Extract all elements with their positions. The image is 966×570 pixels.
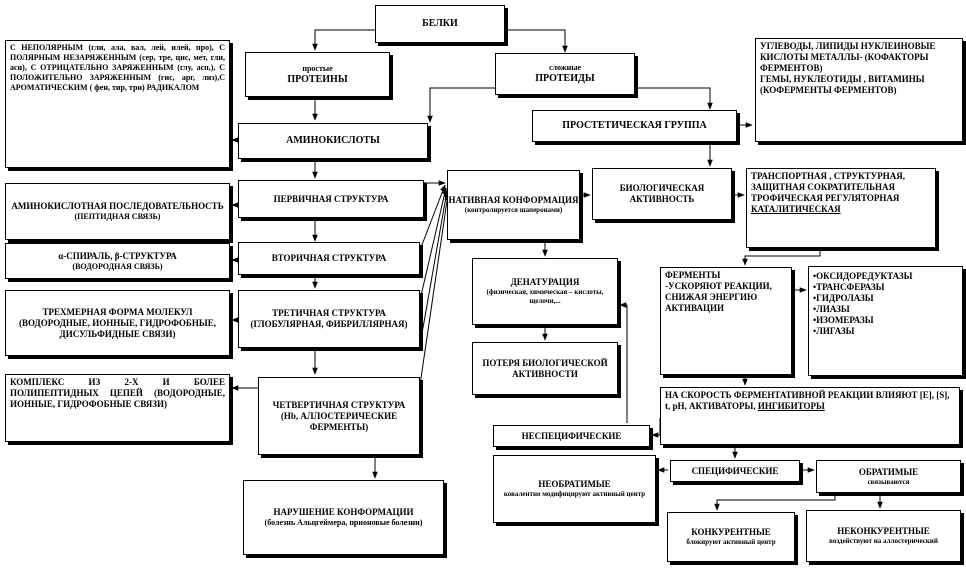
enzyme-class-item: •ГИДРОЛАЗЫ [813,293,874,303]
node-simple-title: ПРОТЕИНЫ [287,73,348,85]
node-primary-desc: АМИНОКИСЛОТНАЯ ПОСЛЕДОВАТЕЛЬНОСТЬ (ПЕПТИ… [5,183,230,240]
node-tertiary-desc-text: ТРЕХМЕРНАЯ ФОРМА МОЛЕКУЛ (ВОДОРОДНЫЕ, ИО… [19,306,216,339]
node-bio-label: БИОЛОГИЧЕСКАЯ АКТИВНОСТЬ [619,183,705,204]
node-competitive-main: КОНКУРЕНТНЫЕ [691,527,771,537]
node-quaternary-desc: КОМПЛЕКС ИЗ 2-Х И БОЛЕЕ ПОЛИПЕПТИДНЫХ ЦЕ… [5,374,230,442]
arrow-root-to-complex [505,29,568,53]
arrow-rate-to-nonspecific [651,418,661,438]
node-noncompetitive: НЕКОНКУРЕНТНЫЕ воздействуют на аллостери… [806,510,961,562]
node-native-conformation: НАТИВНАЯ КОНФОРМАЦИЯ (контролируется шап… [447,170,580,240]
node-primary-label: ПЕРВИЧНАЯ СТРУКТУРА [273,193,389,204]
node-disruption-sub: (болезнь Альцгеймера, прионовые болезни) [264,518,423,527]
node-proteins-label: БЕЛКИ [422,18,458,29]
node-nonspecific: НЕСПЕЦИФИЧЕСКИЕ [493,425,650,447]
node-rate-factors: НА СКОРОСТЬ ФЕРМЕНТАТИВНОЙ РЕАКЦИИ ВЛИЯЮ… [660,387,960,445]
node-secondary-structure: ВТОРИЧНАЯ СТРУКТУРА [238,242,420,275]
node-functions-text: ТРАНСПОРТНАЯ , СТРУКТУРНАЯ, ЗАЩИТНАЯ СОК… [751,171,905,203]
node-enzyme-classes: •ОКСИДОРЕДУКТАЗЫ •ТРАНСФЕРАЗЫ •ГИДРОЛАЗЫ… [808,266,963,376]
node-amino-acids: АМИНОКИСЛОТЫ [238,123,428,159]
arrow-nonspecific-to-denaturation [619,302,628,423]
enzyme-class-item: •ИЗОМЕРАЗЫ [813,315,874,325]
node-amino-acids-label: АМИНОКИСЛОТЫ [286,135,380,146]
node-rate-text: НА СКОРОСТЬ ФЕРМЕНТАТИВНОЙ РЕАКЦИИ ВЛИЯЮ… [665,390,950,411]
node-complex-title: ПРОТЕИДЫ [535,73,595,84]
node-complex-small: сложные [548,63,582,72]
node-proteins: БЕЛКИ [375,5,505,43]
node-secondary-label: ВТОРИЧНАЯ СТРУКТУРА [271,253,387,263]
enzyme-class-item: •ЛИАЗЫ [813,304,850,314]
node-conformation-disruption: НАРУШЕНИЕ КОНФОРМАЦИИ (болезнь Альцгейме… [243,480,444,555]
node-noncompetitive-main: НЕКОНКУРЕНТНЫЕ [837,526,930,536]
node-complex-proteins: сложные ПРОТЕИДЫ [495,53,635,95]
node-tertiary-main: ТРЕТИЧНАЯ СТРУКТУРА [272,308,386,318]
node-tertiary-structure: ТРЕТИЧНАЯ СТРУКТУРА (ГЛОБУЛЯРНАЯ, ФИБРИЛ… [238,290,420,348]
node-primary-desc-main: АМИНОКИСЛОТНАЯ ПОСЛЕДОВАТЕЛЬНОСТЬ [11,201,224,211]
node-native-main: НАТИВНАЯ КОНФОРМАЦИЯ [448,195,579,205]
node-denaturation-sub: (физическая, химическая – кислоты, щелоч… [486,288,604,305]
arrow-root-to-simple [312,29,375,51]
node-quaternary-sub: (Hb, АЛЛОСТЕРИЧЕСКИЕ ФЕРМЕНТЫ) [280,410,398,432]
node-denaturation: ДЕНАТУРАЦИЯ (физическая, химическая – ки… [472,258,618,325]
node-native-sub: (контролируется шаперонами) [464,206,563,214]
node-enzymes: ФЕРМЕНТЫ -УСКОРЯЮТ РЕАКЦИИ, СНИЖАЯ ЭНЕРГ… [660,267,792,375]
node-prosthetic-group: ПРОСТЕТИЧЕСКАЯ ГРУППА [532,110,737,142]
arrow-quaternary-to-native [419,193,450,386]
node-specific-label: СПЕЦИФИЧЕСКИЕ [691,465,779,476]
node-simple-small: простые [302,63,333,73]
node-denaturation-main: ДЕНАТУРАЦИЯ [510,277,580,287]
node-quaternary-main: ЧЕТВЕРТИЧНАЯ СТРУКТУРА [272,399,406,410]
node-loss-label: ПОТЕРЯ БИОЛОГИЧЕСКОЙ АКТИВНОСТИ [482,357,608,379]
node-primary-desc-sub: (ПЕПТИДНАЯ СВЯЗЬ) [74,212,161,221]
node-amino-classes: С НЕПОЛЯРНЫМ (гли, ала, вал, лей, илей, … [5,40,230,168]
node-biological-activity: БИОЛОГИЧЕСКАЯ АКТИВНОСТЬ [592,168,732,220]
arrow-catalytic-to-enzymes [742,248,821,266]
arrow-reversible-to-competitive [714,493,836,511]
node-disruption-main: НАРУШЕНИЕ КОНФОРМАЦИИ [273,507,414,517]
node-irreversible-sub: ковалентно модифицируют активный центр [503,490,646,498]
node-tertiary-desc: ТРЕХМЕРНАЯ ФОРМА МОЛЕКУЛ (ВОДОРОДНЫЕ, ИО… [5,290,230,356]
node-activity-loss: ПОТЕРЯ БИОЛОГИЧЕСКОЙ АКТИВНОСТИ [472,342,618,395]
node-reversible: ОБРАТИМЫЕ связываются [816,460,961,493]
node-competitive: КОНКУРЕНТНЫЕ блокируют активный центр [667,512,795,562]
node-prosthetic-label: ПРОСТЕТИЧЕСКАЯ ГРУППА [562,120,707,131]
enzyme-class-item: •ОКСИДОРЕДУКТАЗЫ [813,271,913,281]
node-secondary-desc-main: α-СПИРАЛЬ, β-СТРУКТУРА [58,250,177,261]
node-protein-functions: ТРАНСПОРТНАЯ , СТРУКТУРНАЯ, ЗАЩИТНАЯ СОК… [746,168,936,248]
node-irreversible: НЕОБРАТИМЫЕ ковалентно модифицируют акти… [493,455,656,523]
node-secondary-desc-sub: (ВОДОРОДНАЯ СВЯЗЬ) [72,261,163,271]
node-competitive-sub: блокируют активный центр [686,538,776,546]
node-amino-classes-text: С НЕПОЛЯРНЫМ (гли, ала, вал, лей, илей, … [10,43,225,92]
node-cofactors: УГЛЕВОДЫ, ЛИПИДЫ НУКЛЕИНОВЫЕ КИСЛОТЫ МЕТ… [755,38,963,142]
node-specific: СПЕЦИФИЧЕСКИЕ [670,460,800,482]
node-rate-inhibitors: ИНГИБИТОРЫ [757,401,825,411]
node-quaternary-desc-text: КОМПЛЕКС ИЗ 2-Х И БОЛЕЕ ПОЛИПЕПТИДНЫХ ЦЕ… [10,377,225,409]
node-reversible-sub: связываются [867,477,910,486]
node-secondary-desc: α-СПИРАЛЬ, β-СТРУКТУРА (ВОДОРОДНАЯ СВЯЗЬ… [5,243,230,279]
node-nonspecific-label: НЕСПЕЦИФИЧЕСКИЕ [521,430,622,441]
enzyme-class-item: •ЛИГАЗЫ [813,326,855,336]
enzyme-class-item: •ТРАНСФЕРАЗЫ [813,282,885,292]
node-irreversible-main: НЕОБРАТИМЫЕ [538,479,611,489]
node-primary-structure: ПЕРВИЧНАЯ СТРУКТУРА [238,180,424,218]
node-tertiary-sub: (ГЛОБУЛЯРНАЯ, ФИБРИЛЛЯРНАЯ) [250,319,408,329]
node-cofactors-text: УГЛЕВОДЫ, ЛИПИДЫ НУКЛЕИНОВЫЕ КИСЛОТЫ МЕТ… [760,41,936,95]
node-noncompetitive-sub: воздействуют на аллостерический [829,537,938,545]
node-simple-proteins: простые ПРОТЕИНЫ [245,52,390,97]
node-enzymes-text: ФЕРМЕНТЫ -УСКОРЯЮТ РЕАКЦИИ, СНИЖАЯ ЭНЕРГ… [665,270,772,313]
node-functions-catalytic: КАТАЛИТИЧЕСКАЯ [751,204,841,214]
node-quaternary-structure: ЧЕТВЕРТИЧНАЯ СТРУКТУРА (Hb, АЛЛОСТЕРИЧЕС… [258,377,420,455]
arrow-complex-to-prosthetic [635,87,713,110]
node-reversible-main: ОБРАТИМЫЕ [858,466,919,477]
arrow-tertiary2-to-native [419,190,449,346]
arrow-complex-to-amino [427,87,495,123]
